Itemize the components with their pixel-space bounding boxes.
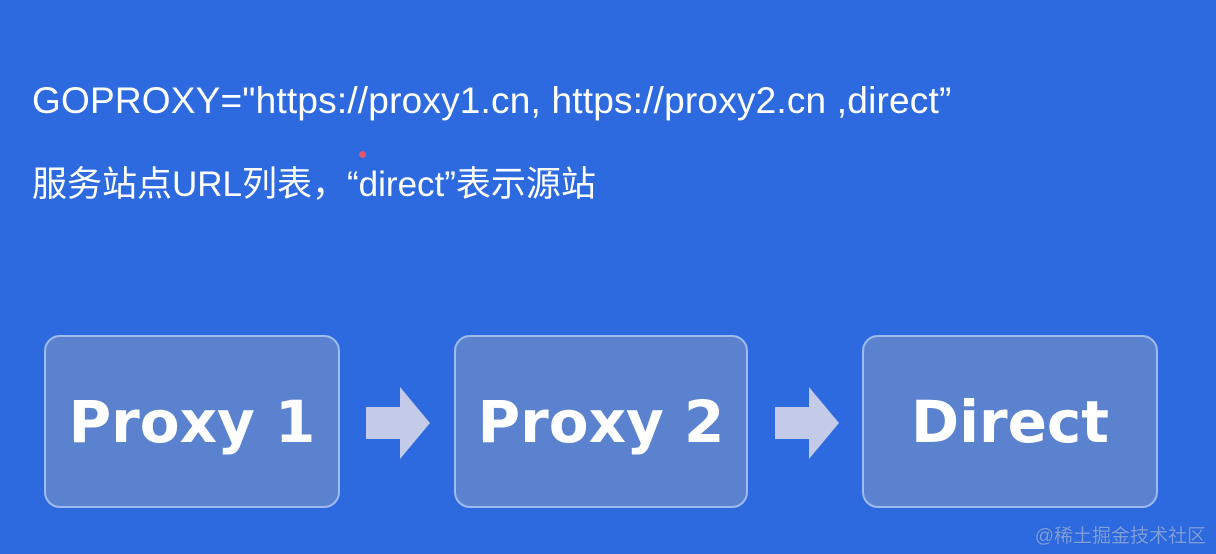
laser-pointer-dot (359, 151, 366, 158)
watermark: @稀土掘金技术社区 (1034, 526, 1206, 547)
description-line: 服务站点URL列表，“direct”表示源站 (32, 156, 596, 207)
proxy1-label: Proxy 1 (68, 387, 316, 456)
proxy2-box: Proxy 2 (454, 335, 748, 508)
proxy1-box: Proxy 1 (44, 335, 340, 508)
proxy2-label: Proxy 2 (477, 387, 725, 456)
right-arrow-icon (366, 387, 430, 459)
direct-box: Direct (862, 335, 1158, 508)
right-arrow-icon (775, 387, 839, 459)
direct-label: Direct (910, 387, 1110, 456)
description-text: 服务站点URL列表，“direct”表示源站 (32, 165, 596, 204)
config-line: GOPROXY="https://proxy1.cn, https://prox… (32, 80, 952, 121)
